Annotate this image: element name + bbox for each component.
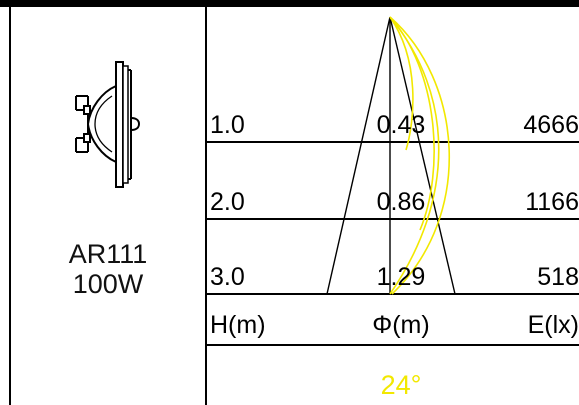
row-height-cell: 2.0	[210, 188, 245, 216]
header-divider	[205, 344, 579, 346]
row-illuminance-cell: 1166	[525, 188, 579, 216]
row-diameter-cell: 1.29	[376, 263, 426, 291]
lamp-model-label: AR111	[68, 239, 148, 269]
height-column-header: H(m)	[210, 311, 266, 339]
row-diameter-cell: 0.86	[376, 188, 426, 216]
column-divider	[205, 7, 207, 405]
beam-angle-label: 24°	[380, 370, 422, 400]
lamp-wattage-label: 100W	[72, 269, 144, 299]
left-border	[9, 7, 11, 405]
illuminance-column-header: E(lx)	[527, 311, 579, 339]
row-height-cell: 1.0	[210, 111, 245, 139]
row-divider	[205, 218, 579, 220]
row-height-cell: 3.0	[210, 263, 245, 291]
row-diameter-cell: 0.43	[376, 111, 426, 139]
row-divider	[205, 141, 579, 143]
top-border	[0, 0, 579, 7]
beam-intensity-curves	[389, 16, 451, 295]
row-illuminance-cell: 518	[537, 263, 579, 291]
ar111-lamp-icon	[75, 61, 141, 188]
beam-cone	[326, 16, 456, 295]
row-illuminance-cell: 4666	[523, 111, 579, 139]
diameter-column-header: Φ(m)	[372, 311, 430, 339]
